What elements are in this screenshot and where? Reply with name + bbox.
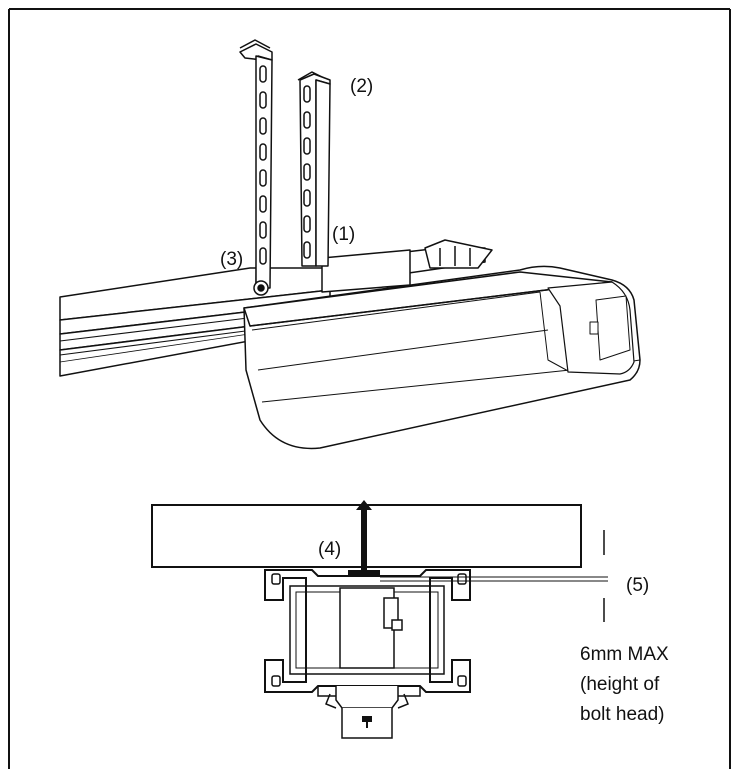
note-line-3: bolt head) [580,704,665,725]
note-line-2: (height of [580,674,660,695]
cross-section [151,500,608,739]
bolt-4 [348,500,380,578]
callout-5: (5) [626,575,649,596]
opener-illustration [59,39,641,450]
note-line-1: 6mm MAX [580,644,669,665]
bracket-1 [321,249,411,293]
trolley [325,587,409,739]
callout-3: (3) [220,249,243,270]
frame [8,8,731,769]
callout-1: (1) [332,224,355,245]
hanger-strap-right [297,71,331,267]
motor-housing [243,265,641,450]
hanger-strap-left [239,39,273,289]
callout-2: (2) [350,76,373,97]
callout-4: (4) [318,539,341,560]
